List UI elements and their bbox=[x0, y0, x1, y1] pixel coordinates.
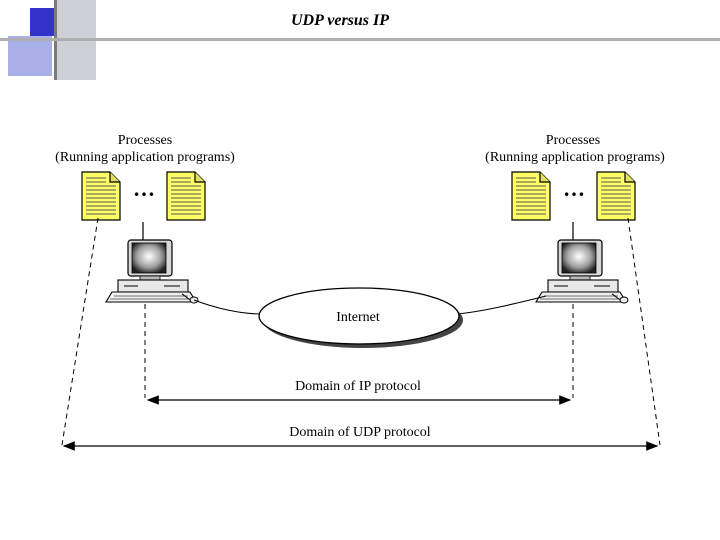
ip-domain-label: Domain of IP protocol bbox=[295, 379, 421, 394]
decor-horizontal-line bbox=[0, 38, 720, 41]
left-processes-label: Processes bbox=[118, 133, 172, 148]
document-icon bbox=[81, 171, 121, 221]
document-icon bbox=[166, 171, 206, 221]
document-icon bbox=[511, 171, 551, 221]
document-icon bbox=[596, 171, 636, 221]
slide-title: UDP versus IP bbox=[290, 12, 390, 29]
right-processes-sublabel: (Running application programs) bbox=[485, 150, 665, 165]
right-ellipsis: … bbox=[563, 176, 585, 201]
computer-icon bbox=[535, 239, 627, 303]
decor-square-light-blue bbox=[8, 36, 52, 76]
left-ellipsis: … bbox=[133, 176, 155, 201]
right-processes-label: Processes bbox=[546, 133, 600, 148]
decor-square-blue bbox=[30, 8, 54, 36]
corner-decoration bbox=[0, 0, 720, 80]
udp-domain-label: Domain of UDP protocol bbox=[289, 425, 431, 440]
left-processes-sublabel: (Running application programs) bbox=[55, 150, 235, 165]
mouse-icon bbox=[619, 296, 629, 304]
internet-ellipse bbox=[258, 287, 460, 345]
internet-label: Internet bbox=[336, 310, 380, 325]
computer-icon bbox=[105, 239, 197, 303]
